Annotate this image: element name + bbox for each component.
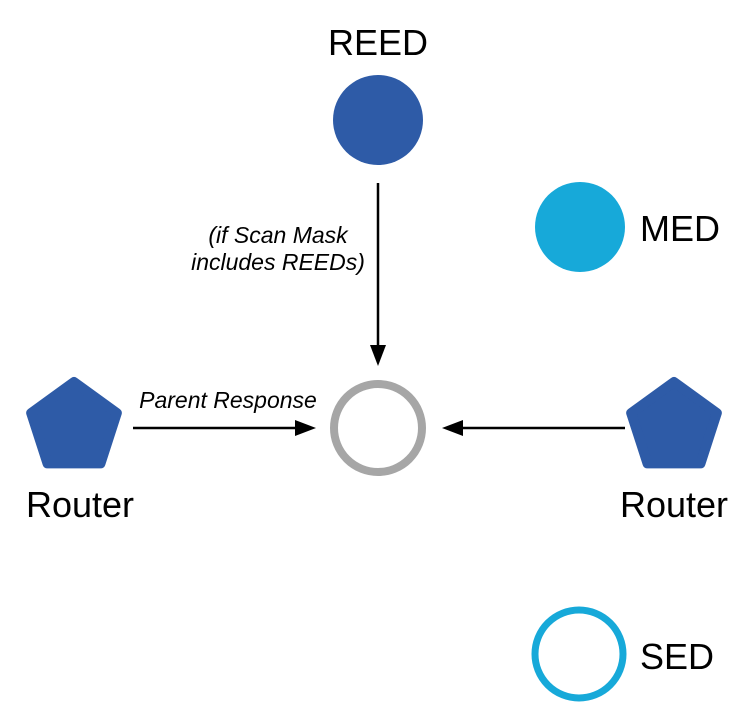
joiner-node-circle (330, 380, 426, 476)
router-right-pentagon (626, 377, 722, 469)
sed-node-label: SED (640, 636, 715, 677)
reed-node-label: REED (327, 22, 429, 63)
arrow-router-left-to-joiner (133, 420, 316, 436)
router-left-node-label: Router (25, 484, 135, 525)
arrow-router-right-to-joiner (442, 420, 625, 436)
scan-mask-annotation: (if Scan Mask includes REEDs) (158, 222, 398, 276)
arrow-reed-head (370, 345, 386, 366)
scan-mask-annotation-line2: includes REEDs) (191, 249, 365, 275)
router-right-node-label: Router (619, 484, 729, 525)
arrow-right-head (442, 420, 463, 436)
parent-response-annotation: Parent Response (139, 387, 317, 413)
arrow-reed-to-joiner (370, 183, 386, 366)
arrow-left-head (295, 420, 316, 436)
reed-node-circle (333, 75, 423, 165)
scan-mask-annotation-line1: (if Scan Mask (208, 222, 348, 248)
med-node-circle (535, 182, 625, 272)
router-left-pentagon (26, 377, 122, 469)
sed-node-circle (531, 606, 627, 702)
med-node-label: MED (640, 208, 720, 249)
